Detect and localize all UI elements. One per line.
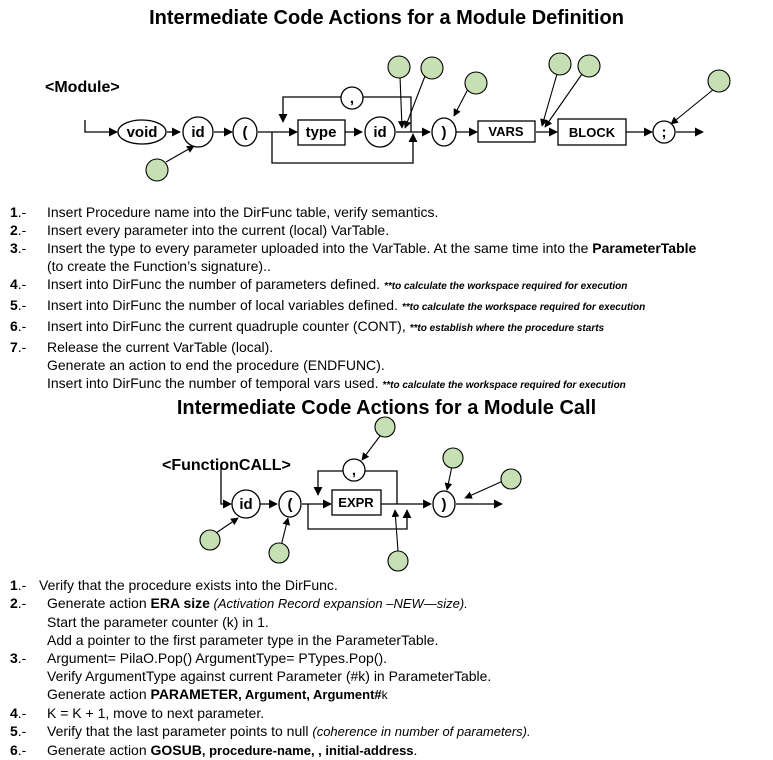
call-action-marker-6 [387, 550, 409, 572]
module-call-actions: 1.- Verify that the procedure exists int… [10, 576, 765, 760]
module-definition-actions: 1.- Insert Procedure name into the DirFu… [10, 203, 765, 395]
action-marker-1 [145, 158, 169, 182]
list-item: 1.- Insert Procedure name into the DirFu… [10, 204, 439, 220]
list-item: 2.- Generate action ERA size (Activation… [10, 595, 468, 648]
list-item: 2.- Insert every parameter into the curr… [10, 222, 390, 238]
module-call-title: Intermediate Code Actions for a Module C… [176, 397, 597, 419]
id-token: id [191, 124, 204, 141]
call-comma-token: , [352, 462, 356, 479]
call-action-marker-2 [374, 416, 396, 438]
module-call-diagram: <FunctionCALL> , id ( EXPR ) [162, 416, 522, 572]
list-item: 3.- Argument= PilaO.Pop() ArgumentType= … [10, 650, 492, 702]
action-marker-5 [548, 52, 572, 76]
call-rparen-token: ) [442, 496, 447, 513]
comma-token: , [350, 90, 354, 107]
list-item: 5.- Insert into DirFunc the number of lo… [10, 297, 646, 313]
functioncall-nonterminal: <FunctionCALL> [162, 457, 291, 474]
block-token: BLOCK [569, 125, 616, 140]
module-definition-title: Intermediate Code Actions for a Module D… [149, 7, 624, 29]
type-token: type [306, 124, 337, 141]
action-marker-4 [464, 71, 488, 95]
list-item: 3.- Insert the type to every parameter u… [10, 240, 697, 274]
list-item: 6.- Insert into DirFunc the current quad… [10, 318, 605, 334]
semicolon-token: ; [662, 124, 667, 141]
call-action-marker-1 [199, 529, 221, 551]
call-action-marker-4 [442, 447, 464, 469]
void-token: void [127, 124, 158, 141]
param-id-token: id [373, 124, 386, 141]
action-marker-3 [420, 56, 444, 80]
module-nonterminal: <Module> [45, 79, 120, 96]
vars-token: VARS [488, 124, 523, 139]
call-action-marker-3 [268, 542, 290, 564]
call-lparen-token: ( [288, 496, 293, 513]
lparen-token: ( [243, 124, 248, 141]
rparen-token: ) [442, 124, 447, 141]
list-item: 6.- Generate action GOSUB, procedure-nam… [10, 742, 418, 758]
action-marker-2 [387, 55, 411, 79]
action-marker-6 [577, 54, 601, 78]
action-marker-7 [707, 69, 731, 93]
call-id-token: id [239, 496, 252, 513]
list-item: 7.- Release the current VarTable (local)… [10, 339, 626, 391]
module-definition-diagram: <Module> , void id ( type id ) VARS BLOC… [45, 52, 731, 182]
list-item: 5.- Verify that the last parameter point… [10, 723, 531, 739]
call-action-marker-5 [500, 468, 522, 490]
list-item: 1.- Verify that the procedure exists int… [10, 577, 338, 593]
list-item: 4.- Insert into DirFunc the number of pa… [10, 276, 628, 292]
expr-token: EXPR [338, 495, 374, 510]
list-item: 4.- K = K + 1, move to next parameter. [10, 705, 265, 721]
